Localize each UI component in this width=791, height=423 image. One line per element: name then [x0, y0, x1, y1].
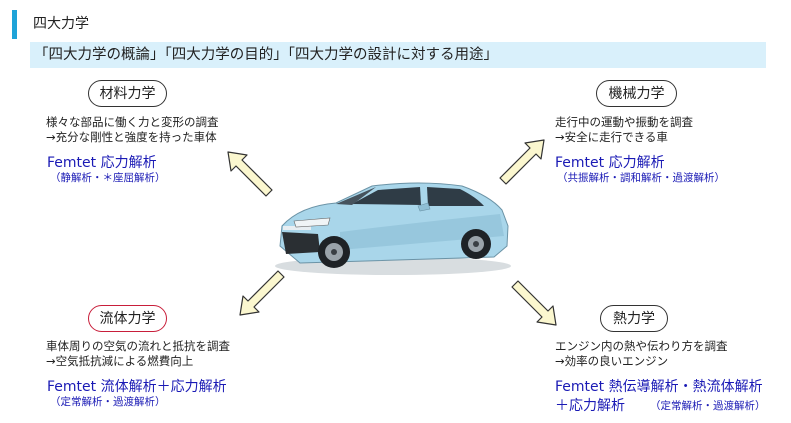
label-thermodynamics: 熱力学	[600, 305, 668, 332]
fluid-desc-line2: →空気抵抗減による燃費向上	[46, 354, 194, 368]
label-fluid-mechanics: 流体力学	[88, 305, 167, 332]
thermo-analysis-line2: ＋応力解析	[555, 398, 625, 414]
machine-desc-line1: 走行中の運動や振動を調査	[555, 115, 693, 129]
material-desc-line1: 様々な部品に働く力と変形の調査	[46, 115, 219, 129]
machine-desc-line2: →安全に走行できる車	[555, 130, 668, 144]
fluid-desc-line1: 車体周りの空気の流れと抵抗を調査	[46, 339, 230, 353]
thermo-desc-line2: →効率の良いエンジン	[555, 354, 669, 368]
car-illustration-icon	[275, 182, 511, 275]
arrow-to-machine-icon	[499, 139, 545, 185]
label-machine-mechanics: 機械力学	[596, 80, 677, 107]
fluid-analysis-types: （定常解析・過渡解析）	[50, 396, 166, 408]
label-material-mechanics: 材料力学	[88, 80, 167, 107]
title-accent-bar	[12, 10, 17, 39]
fluid-analysis: Femtet 流体解析＋応力解析	[47, 379, 227, 395]
machine-analysis-types: （共振解析・調和解析・過渡解析）	[557, 172, 725, 184]
material-desc-line2: →充分な剛性と強度を持った車体	[46, 130, 217, 144]
thermo-desc-line1: エンジン内の熱や伝わり方を調査	[555, 339, 728, 353]
topic-banner: 「四大力学の概論」「四大力学の目的」「四大力学の設計に対する用途」	[30, 42, 766, 68]
thermo-analysis: Femtet 熱伝導解析・熱流体解析	[555, 379, 763, 395]
arrow-to-thermo-icon	[511, 280, 557, 326]
material-analysis-types: （静解析・＊座屈解析）	[50, 172, 166, 184]
arrow-to-fluid-icon	[239, 270, 285, 316]
arrow-to-material-icon	[227, 151, 273, 197]
page-title: 四大力学	[33, 16, 89, 32]
thermo-analysis-types: （定常解析・過渡解析）	[650, 400, 766, 412]
material-analysis: Femtet 応力解析	[47, 155, 157, 171]
machine-analysis: Femtet 応力解析	[555, 155, 665, 171]
